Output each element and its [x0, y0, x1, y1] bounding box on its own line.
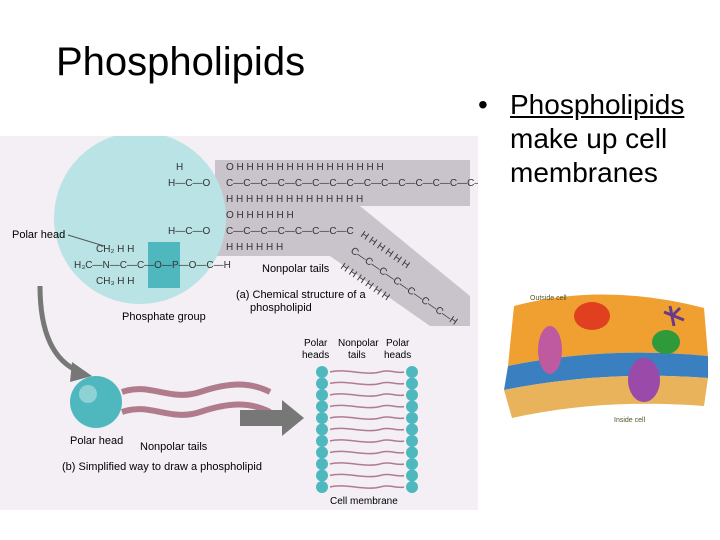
bilayer-head: [316, 377, 328, 390]
tail-band: [215, 160, 470, 326]
bilayer-head: [406, 377, 418, 390]
tail-upper: [120, 381, 272, 398]
phospholipid-diagram: H H—C—O O H H H H H H H H H H H H H H H …: [12, 132, 492, 507]
bullet-symbol: •: [478, 89, 488, 120]
bilayer-head: [316, 458, 328, 470]
bilayer-head: [316, 412, 328, 424]
straight-arrow: [240, 400, 304, 436]
caption-a-line1: (a) Chemical structure of a: [236, 289, 366, 301]
bilayer-label-left-1: Polar: [304, 338, 328, 349]
caption-a-line2: phospholipid: [250, 302, 312, 314]
bilayer-label-right-1: Polar: [386, 338, 410, 349]
outside-cell-label: Outside cell: [530, 295, 567, 302]
phosphate-box: [148, 242, 180, 288]
svg-text:C—C—C—C—C—C—C—C: C—C—C—C—C—C—C—C: [226, 226, 354, 237]
cell-membrane-illustration: Outside cell Inside cell: [494, 286, 718, 426]
phosphate-group-label: Phosphate group: [122, 311, 206, 323]
protein-purple: [538, 326, 562, 374]
svg-text:H H H H H H H H H H: H H H H H H H H H H H H H H: [226, 194, 363, 205]
bilayer-head: [406, 412, 418, 424]
lipid-bilayer: [316, 366, 418, 493]
carbohydrate-chain: [663, 305, 685, 327]
protein-green: [652, 330, 680, 354]
membrane-drawing: Outside cell Inside cell: [504, 294, 708, 424]
nonpolar-tails-label: Nonpolar tails: [262, 263, 330, 275]
slide-title: Phospholipids: [56, 40, 306, 84]
polar-head-label-b: Polar head: [70, 435, 123, 447]
bilayer-tail: [329, 485, 405, 489]
bilayer-head: [316, 400, 328, 413]
cell-membrane-label: Cell membrane: [330, 496, 398, 507]
bilayer-head: [316, 481, 328, 493]
nonpolar-tails-label-b: Nonpolar tails: [140, 441, 208, 453]
bilayer-tail: [329, 393, 405, 397]
bilayer-label-mid-1: Nonpolar: [338, 338, 379, 349]
protein-red: [574, 302, 610, 330]
inside-cell-label: Inside cell: [614, 417, 646, 424]
bilayer-label-mid-2: tails: [348, 350, 366, 361]
bullet-text: make up cell membranes: [510, 123, 668, 188]
bullet-keyword: Phospholipids: [510, 89, 685, 120]
svg-text:H H H H H H: H H H H H H: [226, 242, 283, 253]
bullet-point: • Phospholipids make up cell membranes: [478, 88, 714, 190]
bilayer-head: [406, 469, 418, 482]
bilayer-head: [406, 423, 418, 436]
svg-text:CH₂ H H: CH₂ H H: [96, 244, 134, 255]
svg-text:H₃C—N—C—C—O—P—O—C—H: H₃C—N—C—C—O—P—O—C—H: [74, 260, 231, 271]
protein-violet: [628, 358, 660, 402]
bilayer-head: [316, 435, 328, 447]
bilayer-head: [406, 446, 418, 459]
svg-text:O H H H H H H: O H H H H H H: [226, 210, 294, 221]
bilayer-head: [316, 389, 328, 401]
caption-b: (b) Simplified way to draw a phospholipi…: [62, 461, 262, 473]
bilayer-tail: [329, 450, 405, 455]
svg-text:H—C—O: H—C—O: [168, 178, 210, 189]
svg-text:CH₃ H H: CH₃ H H: [96, 276, 135, 287]
polar-head-circle: [54, 132, 226, 304]
svg-text:H—C—O: H—C—O: [168, 226, 210, 237]
bilayer-tail: [329, 439, 405, 443]
svg-text:H: H: [176, 162, 183, 173]
bilayer-head: [316, 423, 328, 436]
bilayer-head: [316, 446, 328, 459]
bilayer-head: [316, 469, 328, 482]
bilayer-tail: [329, 462, 405, 466]
tail-lower: [120, 401, 272, 418]
bilayer-label-left-2: heads: [302, 350, 329, 361]
bilayer-head: [406, 481, 418, 493]
bilayer-head: [406, 389, 418, 401]
bilayer-tail: [329, 427, 405, 432]
curved-arrow: [37, 285, 82, 375]
bilayer-head: [406, 435, 418, 447]
bilayer-head: [406, 400, 418, 413]
svg-text:O H H H H H H H H H: O H H H H H H H H H H H H H H H: [226, 162, 384, 173]
bilayer-label-right-2: heads: [384, 350, 411, 361]
bilayer-head: [406, 366, 418, 378]
phospholipid-figure: H H—C—O O H H H H H H H H H H H H H H H …: [0, 132, 492, 510]
bilayer-tail: [329, 404, 405, 409]
polar-head-label: Polar head: [12, 229, 65, 241]
bilayer-tail: [329, 473, 405, 478]
bilayer-head: [316, 366, 328, 378]
bilayer-head: [406, 458, 418, 470]
bilayer-tail: [329, 381, 405, 386]
simplified-head: [70, 376, 122, 428]
svg-text:C—C—C—C—C—C—C—C—C—C—C—C—C—C—C—: C—C—C—C—C—C—C—C—C—C—C—C—C—C—C—C: [226, 178, 478, 189]
bilayer-tail: [329, 416, 405, 420]
bilayer-tail: [329, 370, 405, 374]
